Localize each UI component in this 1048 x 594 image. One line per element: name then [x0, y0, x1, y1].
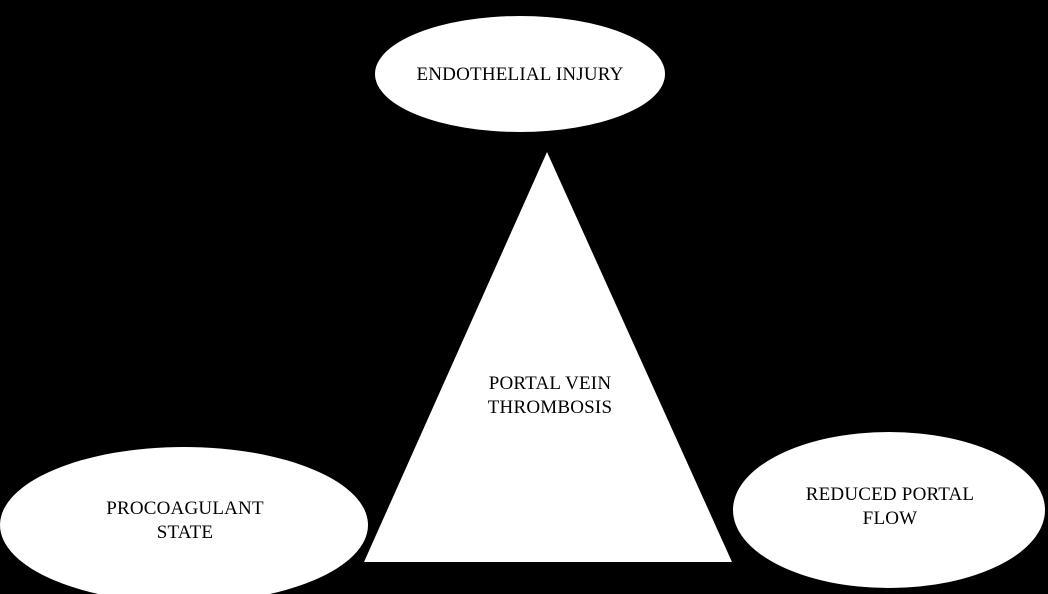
left-node-ellipse	[0, 447, 368, 594]
top-node-ellipse	[375, 16, 665, 132]
top-node-label: ENDOTHELIAL INJURY	[416, 64, 624, 85]
right-node-label: REDUCED PORTAL FLOW	[805, 484, 975, 529]
center-node-label: PORTAL VEIN THROMBOSIS	[487, 373, 613, 418]
right-node-ellipse	[733, 432, 1045, 588]
left-node-label: PROCOAGULANT STATE	[106, 498, 264, 543]
center-node-triangle	[364, 152, 732, 562]
